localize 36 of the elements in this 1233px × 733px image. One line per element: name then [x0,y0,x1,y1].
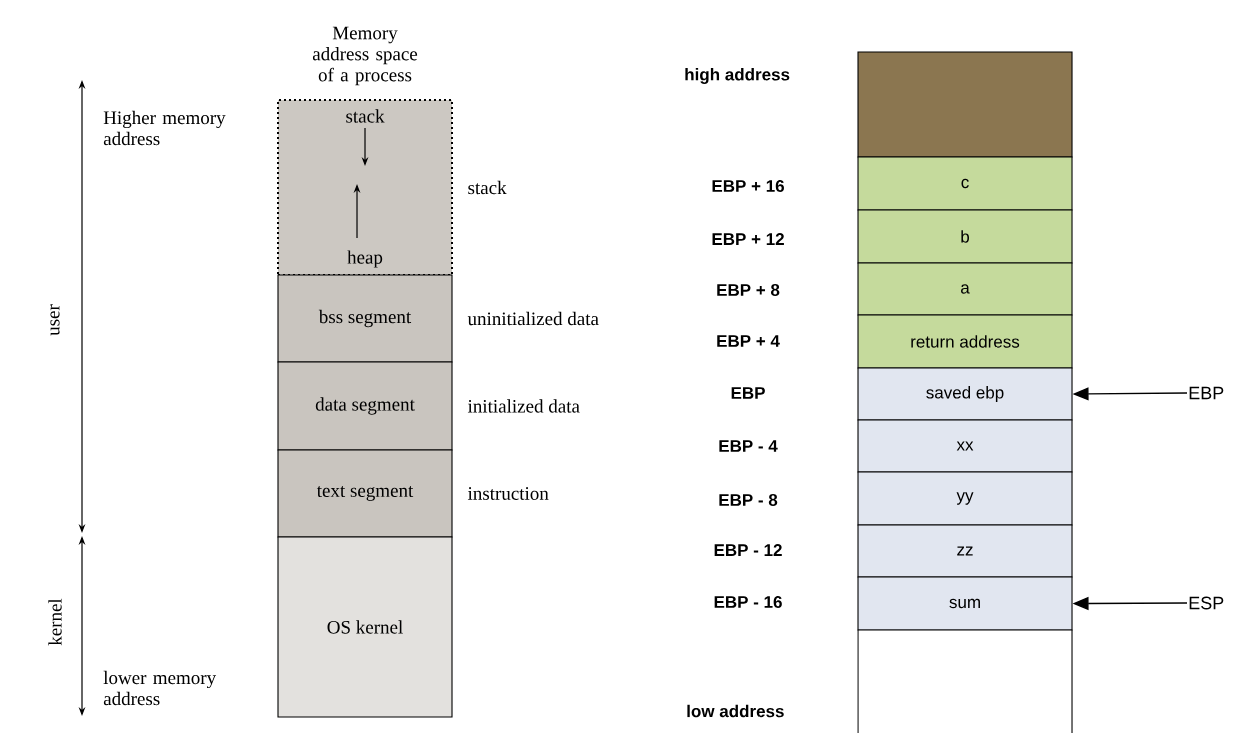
stack-cell: saved ebp [857,367,1073,421]
stack-cell: b [857,209,1073,264]
stack-cell: c [857,156,1073,211]
memory-segment: bss segment [277,274,453,363]
segment-description: stack [468,180,507,195]
stack-cell: a [857,262,1073,316]
memory-segment: OS kernel [277,536,453,718]
offset-label: EBP - 16 [714,596,782,609]
offset-label: EBP [731,387,765,399]
stack-cell: zz [857,524,1073,578]
offset-label: EBP + 8 [717,284,780,297]
stack-cell [857,51,1073,158]
stack-cell: xx [857,419,1073,473]
stack-cell: return address [857,314,1073,369]
stack-cell [857,629,1073,733]
offset-label: EBP - 8 [719,494,778,507]
offset-label: EBP + 12 [712,233,784,245]
region-label: kernel [48,598,62,646]
offset-label: EBP - 4 [719,440,778,452]
stack-cell: yy [857,471,1073,526]
memory-segment: data segment [277,361,453,451]
segment-description: instruction [467,487,549,500]
address-label: low address [687,704,784,718]
segment-description: initialized data [467,399,580,413]
address-label: Higher memory address [103,110,226,146]
segment-description: uninitialized data [467,311,599,326]
pointer-label: EBP [1189,386,1224,400]
offset-label: EBP - 12 [714,544,782,556]
pointer-label: ESP [1189,596,1224,610]
address-label: high address [685,68,790,84]
offset-label: EBP + 4 [717,335,780,347]
memory-segment: text segment [277,449,453,538]
region-label: user [50,304,60,336]
offset-label: EBP + 16 [712,180,784,193]
address-label: lower memory address [103,670,217,706]
stack-cell: sum [857,576,1073,631]
